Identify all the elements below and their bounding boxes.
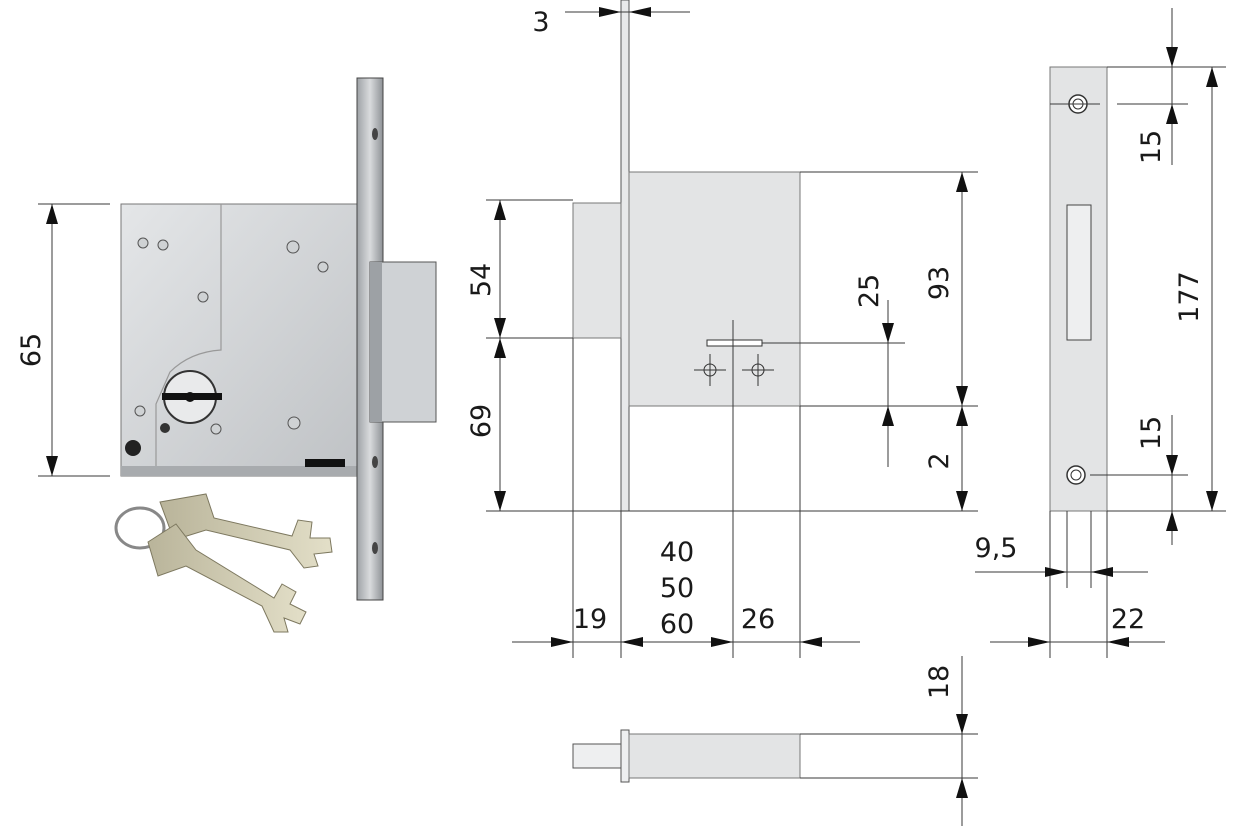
lock-case-seam <box>155 204 222 466</box>
dim-label: 60 <box>660 609 694 640</box>
bolt-screw-icon <box>125 440 141 456</box>
faceplate-holes <box>372 128 378 554</box>
screw-hole-icon <box>372 456 378 468</box>
dim-25: 25 <box>854 274 894 467</box>
dim-label: 2 <box>924 452 955 469</box>
screw-icon <box>137 237 149 249</box>
key-ring-icon <box>114 506 166 550</box>
dim-label: 15 <box>1136 416 1167 450</box>
dim-label: 19 <box>573 604 607 635</box>
dim-label: 15 <box>1136 130 1167 164</box>
latch-slot <box>305 459 345 467</box>
dim-label: 177 <box>1174 271 1205 323</box>
screw-icon <box>157 239 169 251</box>
dim-label: 9,5 <box>975 533 1018 564</box>
bolt-opening <box>1066 204 1092 341</box>
crosshair-icon <box>694 354 726 386</box>
crosshair-icon <box>742 354 774 386</box>
small-screw-icon <box>160 423 170 433</box>
screw-icon <box>317 261 329 273</box>
dim-label: 54 <box>466 263 497 297</box>
dim-label: 40 <box>660 537 694 568</box>
screw-icon <box>210 423 222 435</box>
screw-icon <box>287 416 301 430</box>
dim-label: 22 <box>1111 604 1145 635</box>
screw-hole-icon <box>372 128 378 140</box>
faceplate-edge <box>620 729 630 783</box>
lock-photo <box>120 77 437 601</box>
keys-photo <box>114 493 333 633</box>
dim-label: 25 <box>854 274 885 308</box>
dim-label: 26 <box>741 604 775 635</box>
keyhole-icon <box>185 392 195 402</box>
faceplate-front-view <box>1049 66 1226 658</box>
dim-54-69: 54 69 <box>466 200 506 511</box>
screw-hole-icon <box>372 542 378 554</box>
dim-label: 65 <box>16 333 47 367</box>
case-side-view <box>628 171 801 407</box>
faceplate-side <box>620 0 630 512</box>
cylinder-slot <box>706 339 763 347</box>
dim-label: 3 <box>532 7 549 38</box>
bolt-side <box>370 262 382 422</box>
dim-3: 3 <box>532 7 690 38</box>
side-view <box>486 0 978 658</box>
screw-hole-icon <box>1066 465 1086 485</box>
key-icon <box>147 523 307 633</box>
dim-22: 22 <box>990 604 1165 647</box>
dim-9-5: 9,5 <box>975 533 1148 577</box>
dim-label: 69 <box>466 404 497 438</box>
bolt-top-view <box>572 729 978 783</box>
dim-label: 18 <box>924 665 955 699</box>
key-icon <box>159 493 333 569</box>
screw-icon <box>286 240 300 254</box>
dim-label: 50 <box>660 573 694 604</box>
dim-15-top: 15 <box>1136 8 1178 165</box>
dim-bottom-row: 19 40 50 60 26 <box>512 537 860 647</box>
case-top <box>628 733 801 779</box>
dim-93-2: 93 2 <box>924 172 968 511</box>
bolt-stub <box>572 743 622 769</box>
lock-case-bottom-edge <box>121 466 357 476</box>
case-screws <box>134 237 329 435</box>
screw-icon <box>197 291 209 303</box>
dim-65: 65 <box>16 203 110 477</box>
bolt-side-view <box>572 202 622 339</box>
screw-icon <box>134 405 146 417</box>
dim-label: 93 <box>924 266 955 300</box>
dim-15-bottom: 15 <box>1136 415 1178 545</box>
dim-18: 18 <box>924 656 968 826</box>
dim-177: 177 <box>1174 67 1218 511</box>
